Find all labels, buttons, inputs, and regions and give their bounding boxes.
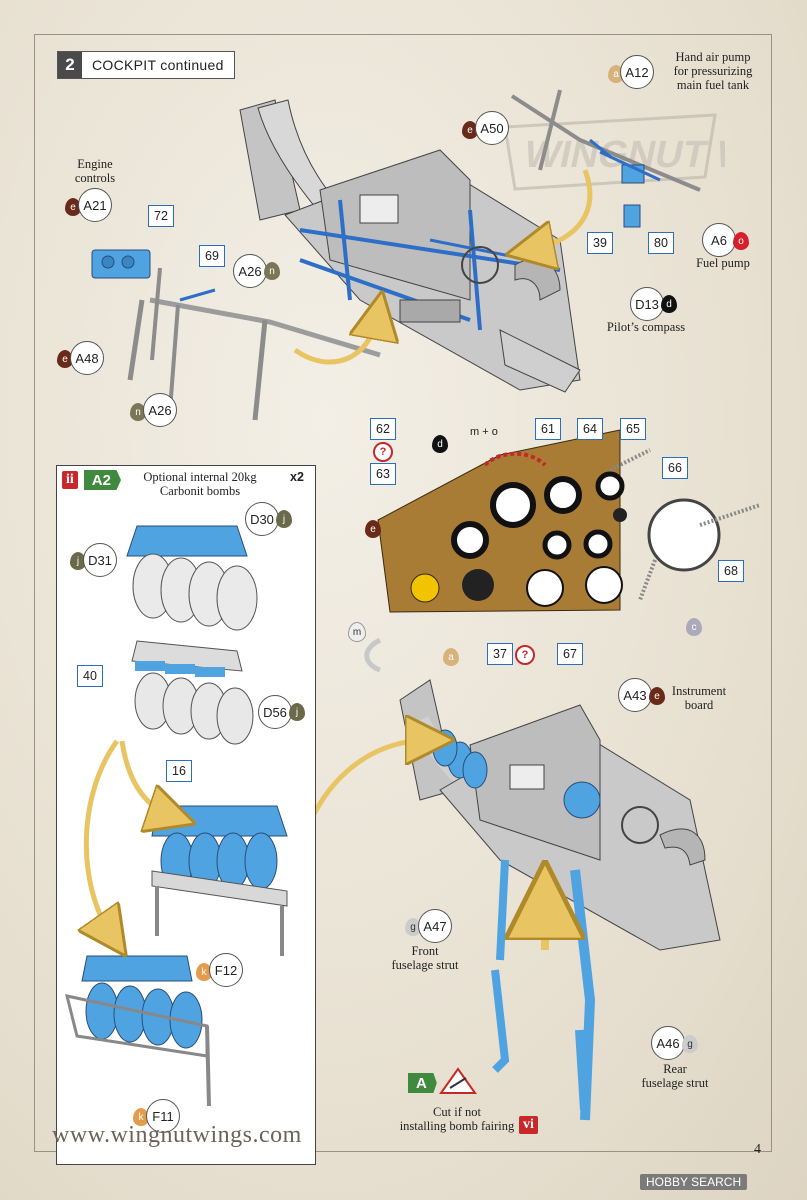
question-icon: ? [515,645,535,665]
paint-drop-e: e [65,198,81,216]
part-69: 69 [199,245,225,267]
bomb-rack-f11 [64,955,211,1107]
part-a48: A48 [70,341,104,375]
bombs-illustration [64,525,288,1107]
part-65: 65 [620,418,646,440]
paint-drop-k: k [133,1108,149,1126]
part-80: 80 [648,232,674,254]
paint-drop-d: d [661,295,677,313]
part-a43: A43 [618,678,652,712]
part-37: 37 [487,643,513,665]
step-title: COCKPIT continued [92,57,224,73]
part-a6: A6 [702,223,736,257]
part-61: 61 [535,418,561,440]
paint-drop-c: c [686,618,702,636]
paint-drop-g: g [682,1035,698,1053]
part-a26: A26 [233,254,267,288]
bombs-inset-panel [56,465,316,1165]
hand-air-pump-label: Hand air pump for pressurizing main fuel… [673,50,753,92]
part-a46: A46 [651,1026,685,1060]
bomb-rack-f12 [151,805,288,956]
part-a47: A47 [418,909,452,943]
paint-drop-j: j [70,552,86,570]
page-number: 4 [754,1142,761,1157]
part-d56: D56 [258,695,292,729]
fuel-pump-label: Fuel pump [696,256,750,270]
part-f12: F12 [209,953,243,987]
rear-strut-label: Rear fuselage strut [641,1062,709,1090]
cut-roman-badge: vi [519,1116,538,1134]
lower-fuselage-assembly [399,679,721,1121]
upper-cockpit-assembly [239,99,581,393]
cut-code-badge: A [408,1073,437,1093]
part-68: 68 [718,560,744,582]
paint-drop-k: k [196,963,212,981]
option-code-badge: A2 [83,470,121,490]
cut-note-label: Cut if not installing bomb fairing [399,1105,515,1133]
part-39: 39 [587,232,613,254]
part-16: 16 [166,760,192,782]
step-header: 2 COCKPIT continued [57,51,235,79]
instrument-board-label: Instrument board [671,684,727,712]
roman-numeral-badge: ii [62,471,78,489]
warning-triangle-icon [439,1067,477,1094]
hobby-search-watermark: HOBBY SEARCH [640,1174,748,1190]
paint-drop-j: j [289,703,305,721]
engine-controls-parts [91,249,381,421]
paint-drop-o: o [733,232,749,250]
part-a50: A50 [475,111,509,145]
bomb-row-d30 [126,525,258,631]
part-63: 63 [370,463,396,485]
part-67: 67 [557,643,583,665]
paint-drop-e: e [649,687,665,705]
paint-drop-n: n [264,262,280,280]
part-64: 64 [577,418,603,440]
part-d31: D31 [83,543,117,577]
pilots-compass-label: Pilot’s compass [606,320,686,334]
part-d13: D13 [630,287,664,321]
question-icon: ? [373,442,393,462]
paint-drop-e: e [462,121,478,139]
part-40: 40 [77,665,103,687]
paint-drop-m: m [348,622,366,642]
part-62: 62 [370,418,396,440]
part-a21: A21 [78,188,112,222]
paint-drop-g: g [405,918,421,936]
front-strut-label: Front fuselage strut [391,944,459,972]
paint-drop-e: e [57,350,73,368]
paint-mix-label: m + o [470,426,498,438]
paint-drop-e: e [365,520,381,538]
inset-header: ii A2 [62,470,121,490]
paint-drop-d: d [432,435,448,453]
instruction-frame [34,34,772,1152]
bomb-row-d56 [131,640,254,745]
website-watermark: www.wingnutwings.com [52,1122,302,1148]
part-66: 66 [662,457,688,479]
part-72: 72 [148,205,174,227]
part-a12: A12 [620,55,654,89]
part-f11: F11 [146,1099,180,1133]
paint-drop-j: j [276,510,292,528]
instrument-board [364,429,761,673]
step-number: 2 [58,52,82,78]
inset-title: Optional internal 20kg Carbonit bombs [143,470,257,498]
engine-controls-label: Engine controls [74,157,116,185]
fuel-pump-parts [510,89,701,228]
inset-multiplier: x2 [290,470,304,484]
part-a26: A26 [143,393,177,427]
paint-drop-a: a [443,648,459,666]
part-d30: D30 [245,502,279,536]
paint-drop-n: n [130,403,146,421]
